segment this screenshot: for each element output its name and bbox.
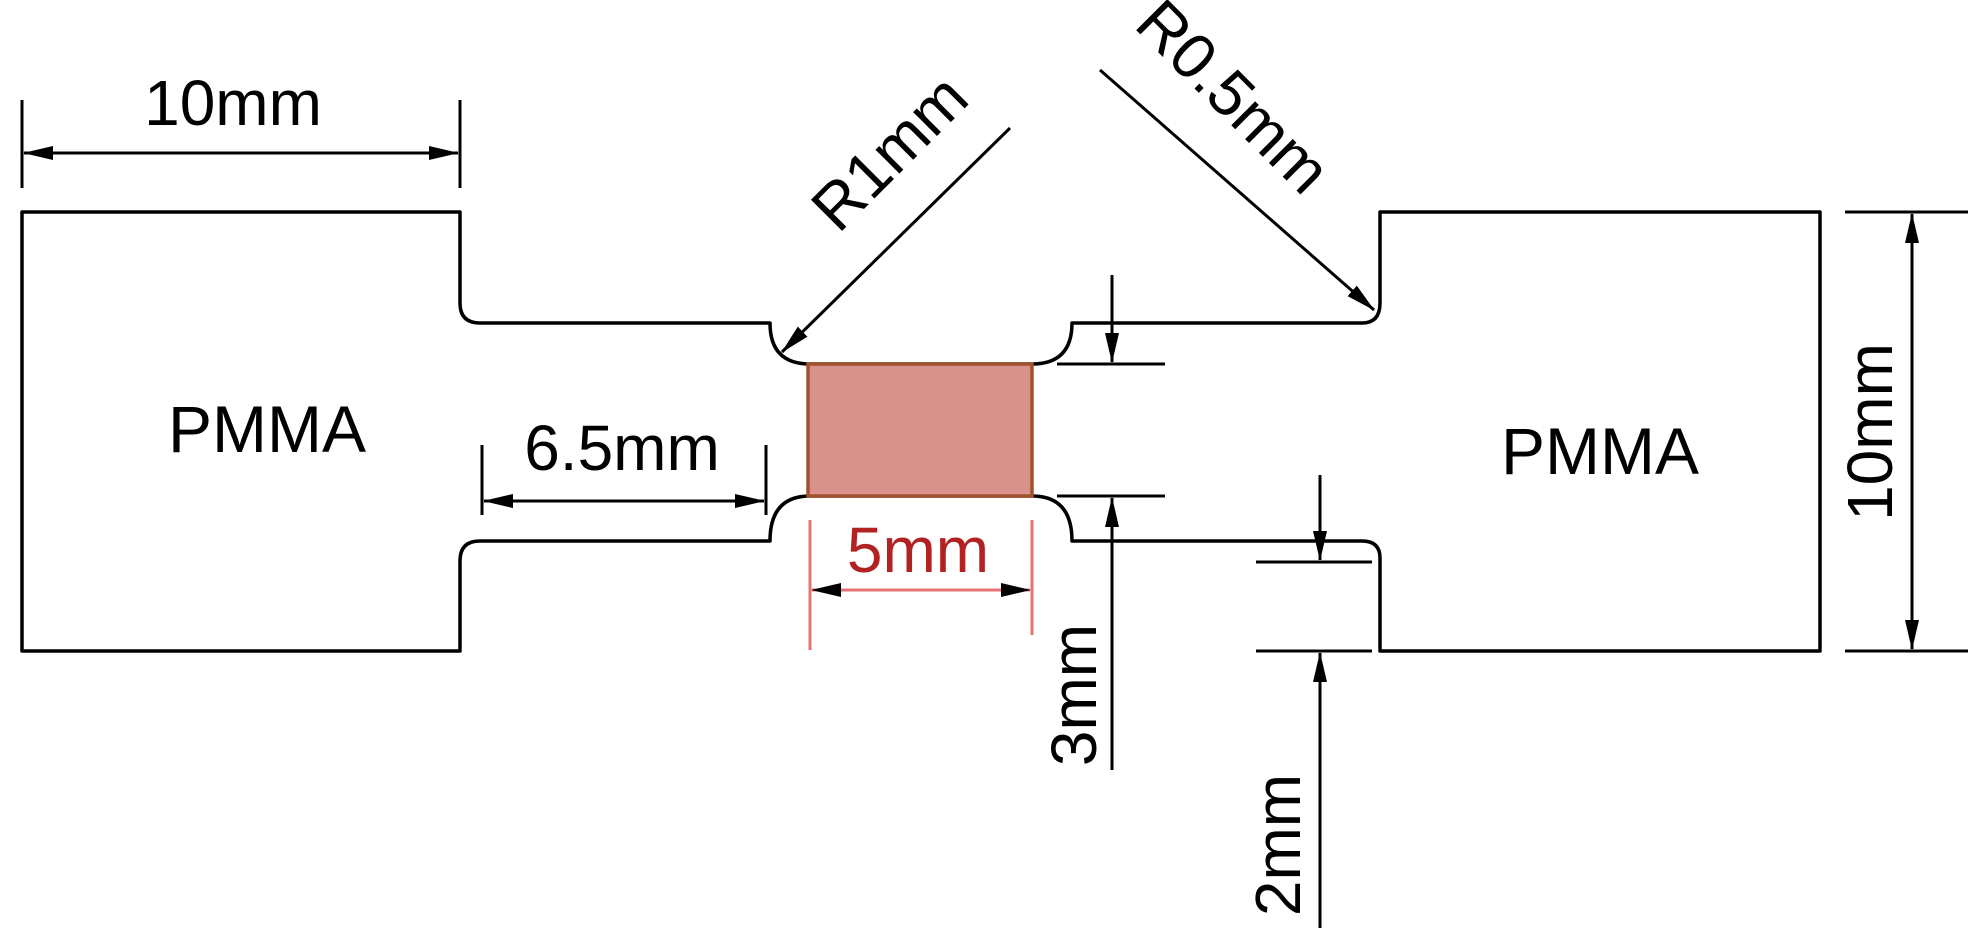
specimen-width-label: 10mm [1834, 343, 1906, 521]
shoulder-height-label: 2mm [1242, 774, 1314, 916]
fillet-radius-shoulder-leader [1099, 68, 1375, 312]
specimen-outline [20, 210, 1822, 653]
gauge-width-label: 3mm [1038, 624, 1110, 766]
gauge-section [806, 362, 1034, 498]
fillet-radius-gauge-leader [780, 126, 1012, 354]
grip-length-label: 10mm [144, 67, 322, 139]
fillet-radius-gauge-label: R1mm [797, 60, 981, 244]
gauge-length-label: 5mm [847, 514, 989, 586]
material-label-left: PMMA [168, 392, 366, 466]
neck-length-label: 6.5mm [524, 412, 720, 484]
fillet-radius-shoulder-label: R0.5mm [1123, 0, 1345, 207]
material-label-right: PMMA [1501, 414, 1699, 488]
